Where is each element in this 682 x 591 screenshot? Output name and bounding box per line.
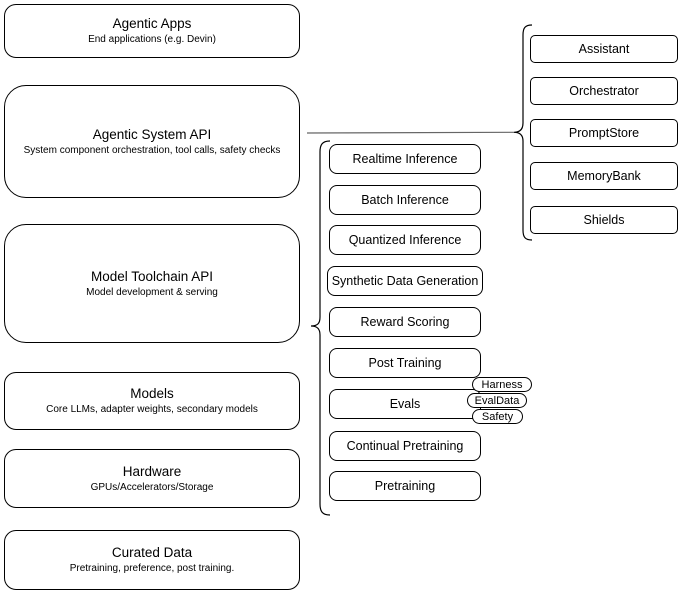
tag-label: Harness <box>481 378 523 391</box>
node-label: PromptStore <box>568 126 640 140</box>
evals-tag-harness: Harness <box>472 377 532 392</box>
node-label: Shields <box>583 213 625 227</box>
toolchain-brace <box>310 140 331 516</box>
node-subtitle: End applications (e.g. Devin) <box>88 34 216 45</box>
node-label: Quantized Inference <box>348 233 462 247</box>
node-title: Agentic Apps <box>112 16 192 31</box>
node-title: Agentic System API <box>92 126 212 142</box>
node-continual-pretraining: Continual Pretraining <box>329 431 481 461</box>
node-label: Realtime Inference <box>352 152 458 166</box>
node-hardware: Hardware GPUs/Accelerators/Storage <box>4 449 300 508</box>
node-label: Reward Scoring <box>360 315 450 329</box>
connector-line-system-api-to-components <box>306 131 515 134</box>
node-label: Continual Pretraining <box>346 439 464 453</box>
node-title: Models <box>130 386 174 401</box>
node-synthetic-data-generation: Synthetic Data Generation <box>327 266 483 296</box>
node-label: Orchestrator <box>569 84 639 98</box>
node-batch-inference: Batch Inference <box>329 185 481 215</box>
evals-tag-safety: Safety <box>472 409 523 424</box>
node-orchestrator: Orchestrator <box>530 77 678 105</box>
tag-label: EvalData <box>474 394 520 407</box>
node-title: Model Toolchain API <box>90 268 214 284</box>
node-models: Models Core LLMs, adapter weights, secon… <box>4 372 300 430</box>
evals-tag-evaldata: EvalData <box>467 393 527 408</box>
node-memorybank: MemoryBank <box>530 162 678 190</box>
node-label: Evals <box>389 397 421 411</box>
node-shields: Shields <box>530 206 678 234</box>
node-label: Post Training <box>368 356 442 370</box>
node-evals: Evals <box>329 389 481 419</box>
node-curated-data: Curated Data Pretraining, preference, po… <box>4 530 300 590</box>
node-promptstore: PromptStore <box>530 119 678 147</box>
node-assistant: Assistant <box>530 35 678 63</box>
node-title: Curated Data <box>111 545 193 560</box>
node-subtitle: Pretraining, preference, post training. <box>69 563 235 574</box>
node-label: Pretraining <box>374 479 436 493</box>
node-pretraining: Pretraining <box>329 471 481 501</box>
node-quantized-inference: Quantized Inference <box>329 225 481 255</box>
node-subtitle: Model development & serving <box>86 286 218 298</box>
node-post-training: Post Training <box>329 348 481 378</box>
node-label: Batch Inference <box>361 193 449 207</box>
components-brace <box>513 24 533 241</box>
node-label: Assistant <box>578 42 630 56</box>
node-reward-scoring: Reward Scoring <box>329 307 481 337</box>
node-subtitle: Core LLMs, adapter weights, secondary mo… <box>46 404 258 415</box>
node-subtitle: GPUs/Accelerators/Storage <box>90 481 214 493</box>
node-agentic-apps: Agentic Apps End applications (e.g. Devi… <box>4 4 300 58</box>
node-agentic-system-api: Agentic System API System component orch… <box>4 85 300 198</box>
node-title: Hardware <box>122 463 182 479</box>
node-model-toolchain-api: Model Toolchain API Model development & … <box>4 224 300 343</box>
node-subtitle: System component orchestration, tool cal… <box>23 144 281 156</box>
tag-label: Safety <box>481 410 514 423</box>
node-label: MemoryBank <box>567 169 641 183</box>
node-label: Synthetic Data Generation <box>331 274 479 288</box>
node-realtime-inference: Realtime Inference <box>329 144 481 174</box>
